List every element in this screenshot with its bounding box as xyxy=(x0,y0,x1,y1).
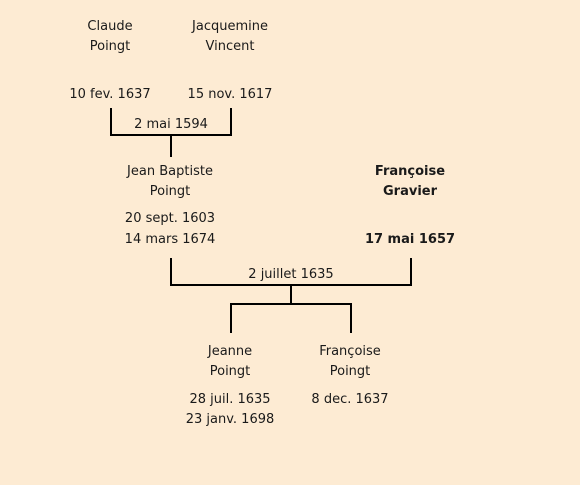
claude-down-line xyxy=(110,108,112,136)
francoise-poingt-up-line xyxy=(350,303,352,333)
jeanne-date-2: 23 janv. 1698 xyxy=(185,412,275,427)
claude-first-name: Claude xyxy=(87,19,133,34)
jean-date-2: 14 mars 1674 xyxy=(124,232,216,247)
jacquemine-down-line xyxy=(230,108,232,136)
jeanne-date-1: 28 juil. 1635 xyxy=(189,392,271,407)
francoise-poingt-last-name: Poingt xyxy=(329,364,371,379)
jeanne-first-name: Jeanne xyxy=(207,344,253,359)
claude-last-name: Poingt xyxy=(89,39,131,54)
francoise-poingt-first-name: Françoise xyxy=(319,344,381,359)
marriage-2-date: 2 juillet 1635 xyxy=(248,267,334,282)
jeanne-up-line xyxy=(230,303,232,333)
jean-down-line xyxy=(170,258,172,286)
jean-date-1: 20 sept. 1603 xyxy=(124,211,216,226)
francoise-poingt-date: 8 dec. 1637 xyxy=(311,392,389,407)
francoise-gravier-last-name: Gravier xyxy=(382,184,438,199)
francoise-gravier-date: 17 mai 1657 xyxy=(364,232,456,247)
children-bar-line xyxy=(230,303,352,305)
jeanne-last-name: Poingt xyxy=(209,364,251,379)
marriage-1-date: 2 mai 1594 xyxy=(134,117,208,132)
francoise-gravier-first-name: Françoise xyxy=(374,164,446,179)
marriage-2-child-line xyxy=(290,284,292,305)
marriage-1-child-line xyxy=(170,134,172,157)
francoise-gravier-down-line xyxy=(410,258,412,286)
jacquemine-last-name: Vincent xyxy=(205,39,255,54)
claude-date: 10 fev. 1637 xyxy=(69,87,151,102)
jacquemine-date: 15 nov. 1617 xyxy=(187,87,273,102)
jacquemine-first-name: Jacquemine xyxy=(192,19,268,34)
jean-last-name: Poingt xyxy=(149,184,191,199)
jean-first-name: Jean Baptiste xyxy=(127,164,213,179)
